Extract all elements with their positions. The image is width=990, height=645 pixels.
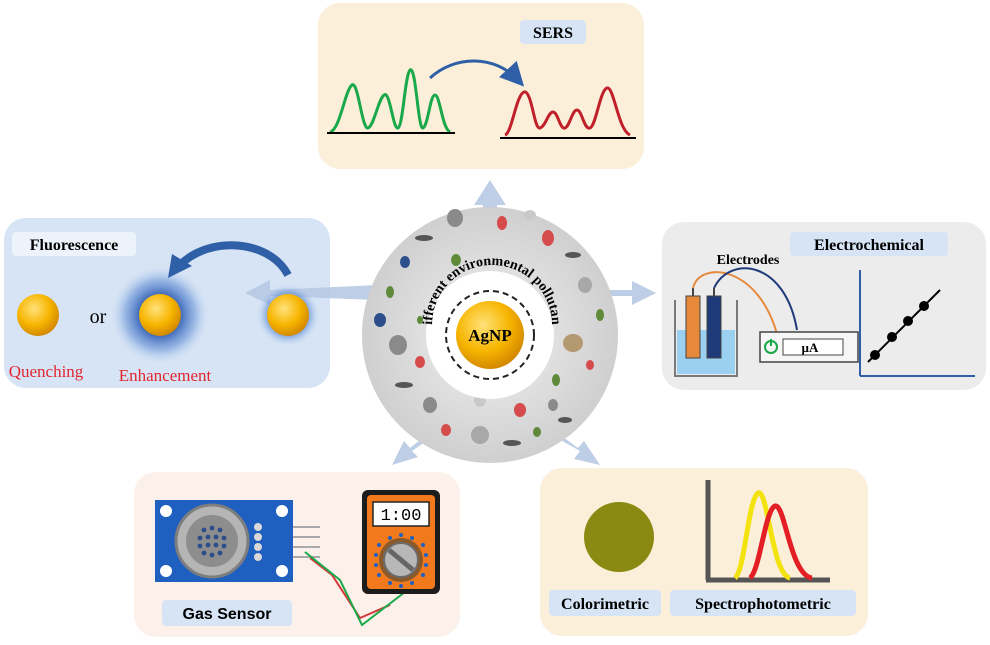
curved-arrow-icon bbox=[428, 59, 525, 87]
red-probe-wire bbox=[309, 557, 391, 620]
red-spectrum bbox=[504, 86, 631, 137]
sensor-board-icon bbox=[155, 500, 320, 582]
source-np-icon bbox=[267, 294, 309, 336]
fluorescence-title: Fluorescence bbox=[30, 237, 119, 254]
electrochemical-panel bbox=[662, 222, 986, 390]
electrochemical-title-box bbox=[790, 232, 948, 256]
orange-wire bbox=[692, 271, 779, 339]
beaker-icon bbox=[674, 288, 738, 377]
multimeter-display: 1:00 bbox=[381, 507, 422, 526]
fluorescence-arrow-icon bbox=[177, 241, 292, 278]
gas-sensor-title-box bbox=[162, 600, 292, 626]
colorimetric-label-box bbox=[549, 590, 661, 616]
enhancement-label: Enhancement bbox=[119, 366, 212, 385]
nanoparticle-icon bbox=[456, 301, 524, 369]
center-label: AgNP bbox=[468, 326, 511, 345]
fluorescence-arrowhead bbox=[168, 254, 192, 278]
sers-title: SERS bbox=[533, 25, 573, 42]
quenching-label: Quenching bbox=[9, 362, 84, 381]
colorimetric-label: Colorimetric bbox=[561, 596, 649, 613]
calibration-plot bbox=[859, 270, 975, 377]
quenched-np-icon bbox=[17, 294, 59, 336]
enhanced-np-icon bbox=[139, 294, 181, 336]
ammeter bbox=[759, 331, 859, 363]
fluorescence-title-box bbox=[12, 232, 136, 256]
dashed-shell bbox=[445, 290, 535, 380]
or-text: or bbox=[90, 306, 107, 328]
electrochemical-title: Electrochemical bbox=[814, 237, 924, 254]
electrodes-label: Electrodes bbox=[717, 253, 780, 268]
multimeter-icon bbox=[362, 490, 440, 594]
blue-wire bbox=[713, 267, 798, 331]
pollutant-particles bbox=[374, 209, 604, 446]
green-probe-wire bbox=[304, 551, 406, 627]
spectrophotometric-label: Spectrophotometric bbox=[695, 596, 831, 613]
meter-unit: µA bbox=[802, 340, 819, 355]
sers-panel bbox=[318, 3, 644, 169]
green-spectrum bbox=[329, 68, 452, 134]
colorimetric-dot-icon bbox=[584, 502, 654, 572]
spectrum-plot bbox=[705, 480, 830, 583]
sers-title-box bbox=[520, 20, 586, 44]
gas-sensor-title: Gas Sensor bbox=[183, 606, 272, 623]
spectrophotometric-label-box bbox=[670, 590, 856, 616]
